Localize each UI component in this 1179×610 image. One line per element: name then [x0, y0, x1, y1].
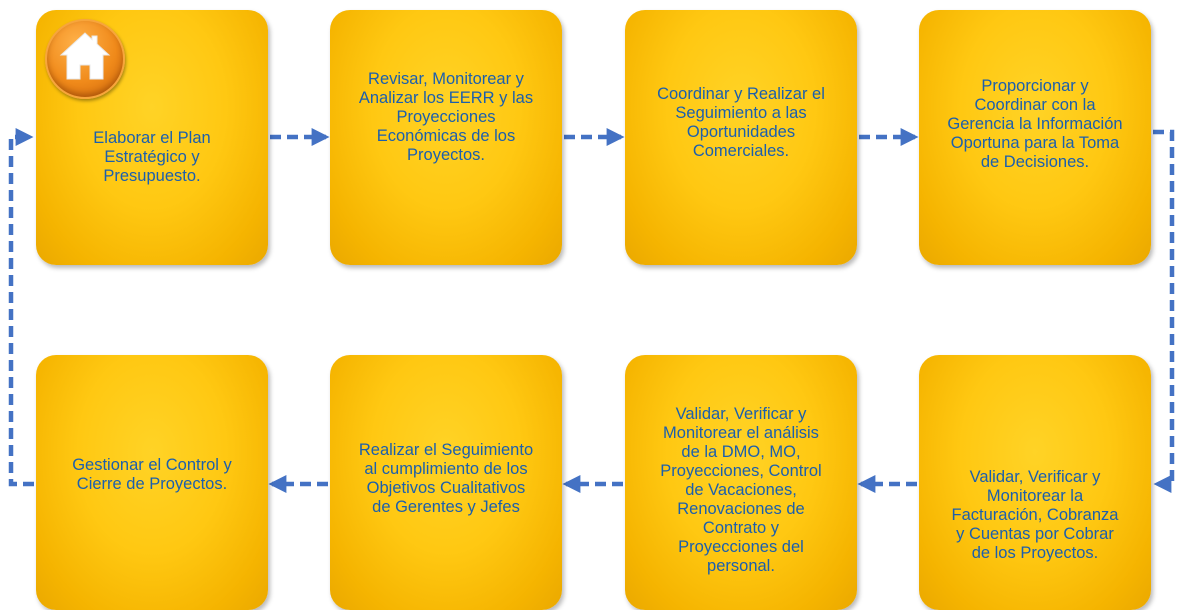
process-step-4: Proporcionar y Coordinar con la Gerencia… — [919, 10, 1151, 265]
process-step-5: Validar, Verificar y Monitorear la Factu… — [919, 355, 1151, 610]
process-step-6: Validar, Verificar y Monitorear el análi… — [625, 355, 857, 610]
connector-4-to-5 — [1153, 129, 1175, 493]
home-icon — [59, 32, 111, 80]
process-step-7-label: Realizar el Seguimiento al cumplimiento … — [358, 440, 534, 516]
process-step-8-label: Gestionar el Control y Cierre de Proyect… — [72, 456, 232, 493]
process-step-5-label: Validar, Verificar y Monitorear la Factu… — [951, 467, 1119, 562]
process-step-4-label: Proporcionar y Coordinar con la Gerencia… — [947, 76, 1123, 171]
process-step-8: Gestionar el Control y Cierre de Proyect… — [36, 355, 268, 610]
process-step-3-label: Coordinar y Realizar el Seguimiento a la… — [657, 84, 825, 160]
process-step-2: Revisar, Monitorear y Analizar los EERR … — [330, 10, 562, 265]
home-button[interactable] — [45, 19, 125, 99]
process-step-6-label: Validar, Verificar y Monitorear el análi… — [660, 404, 822, 575]
process-step-2-label: Revisar, Monitorear y Analizar los EERR … — [358, 70, 534, 164]
process-step-1-label: Elaborar el Plan Estratégico y Presupues… — [93, 129, 211, 185]
process-step-3: Coordinar y Realizar el Seguimiento a la… — [625, 10, 857, 265]
connector-8-to-1 — [8, 128, 34, 487]
process-step-7: Realizar el Seguimiento al cumplimiento … — [330, 355, 562, 610]
